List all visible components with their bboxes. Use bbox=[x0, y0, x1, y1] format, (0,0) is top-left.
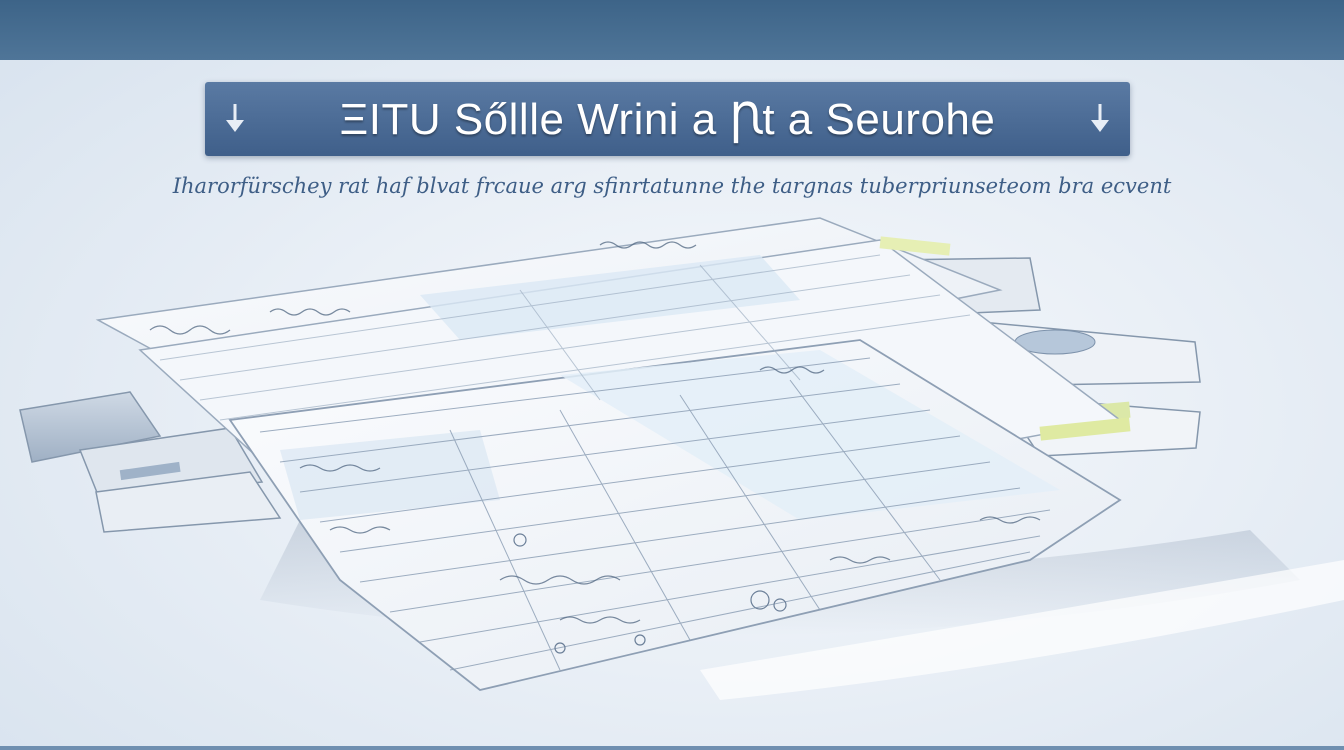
bottom-rule bbox=[0, 746, 1344, 750]
down-arrow-icon bbox=[226, 104, 244, 132]
down-arrow-icon bbox=[1091, 104, 1109, 132]
title-banner: ΞITU Sőllle Wrini a Ꞃt a Seurohe bbox=[205, 82, 1130, 156]
subtitle: Iharorfürschey rat haf blvat frcaue arg … bbox=[172, 174, 1172, 198]
folder-tabs-left bbox=[19, 391, 282, 533]
top-bar bbox=[0, 0, 1344, 60]
document-stack-illustration bbox=[19, 217, 1344, 700]
banner-title: ΞITU Sőllle Wrini a Ꞃt a Seurohe bbox=[339, 94, 996, 144]
